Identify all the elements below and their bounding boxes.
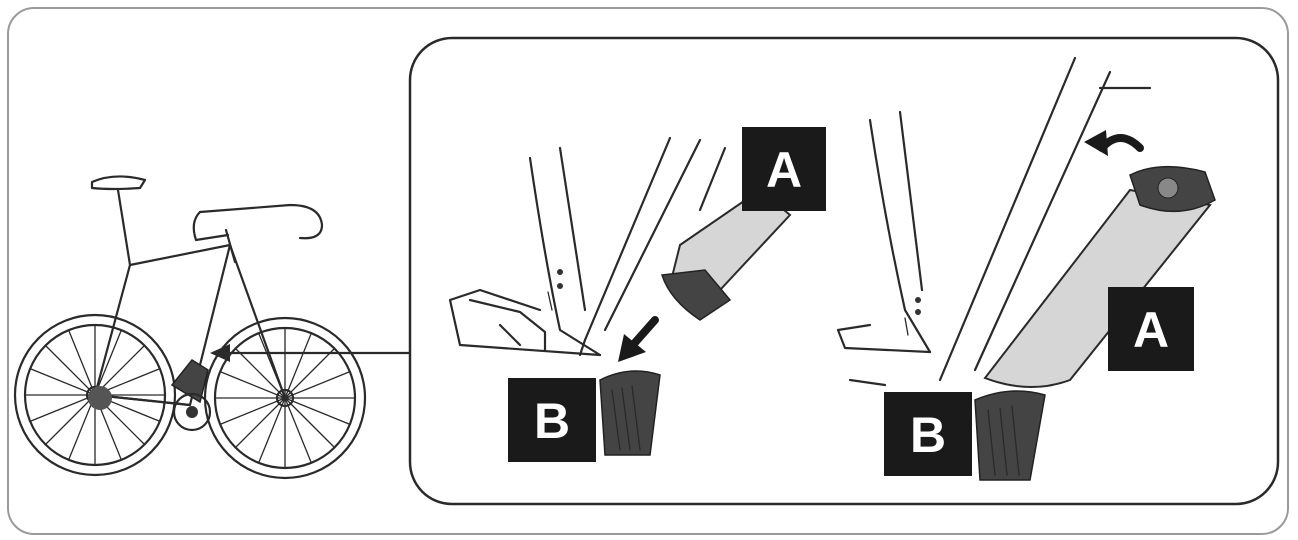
label-b-right: B [884, 392, 972, 476]
label-a-left: A [742, 127, 826, 211]
detail-battery-seated: A B [836, 56, 1216, 481]
arrow-left-icon [210, 344, 412, 362]
svg-text:A: A [766, 142, 802, 198]
detail-battery-insertion: A B [448, 127, 826, 462]
svg-text:B: B [910, 407, 946, 463]
curved-arrow-icon [1084, 130, 1144, 156]
svg-text:B: B [534, 393, 570, 449]
label-b-left: B [508, 378, 596, 462]
bicycle-illustration [13, 175, 367, 480]
label-a-right: A [1108, 287, 1194, 371]
svg-text:A: A [1133, 302, 1169, 358]
arrow-down-icon [618, 316, 659, 362]
